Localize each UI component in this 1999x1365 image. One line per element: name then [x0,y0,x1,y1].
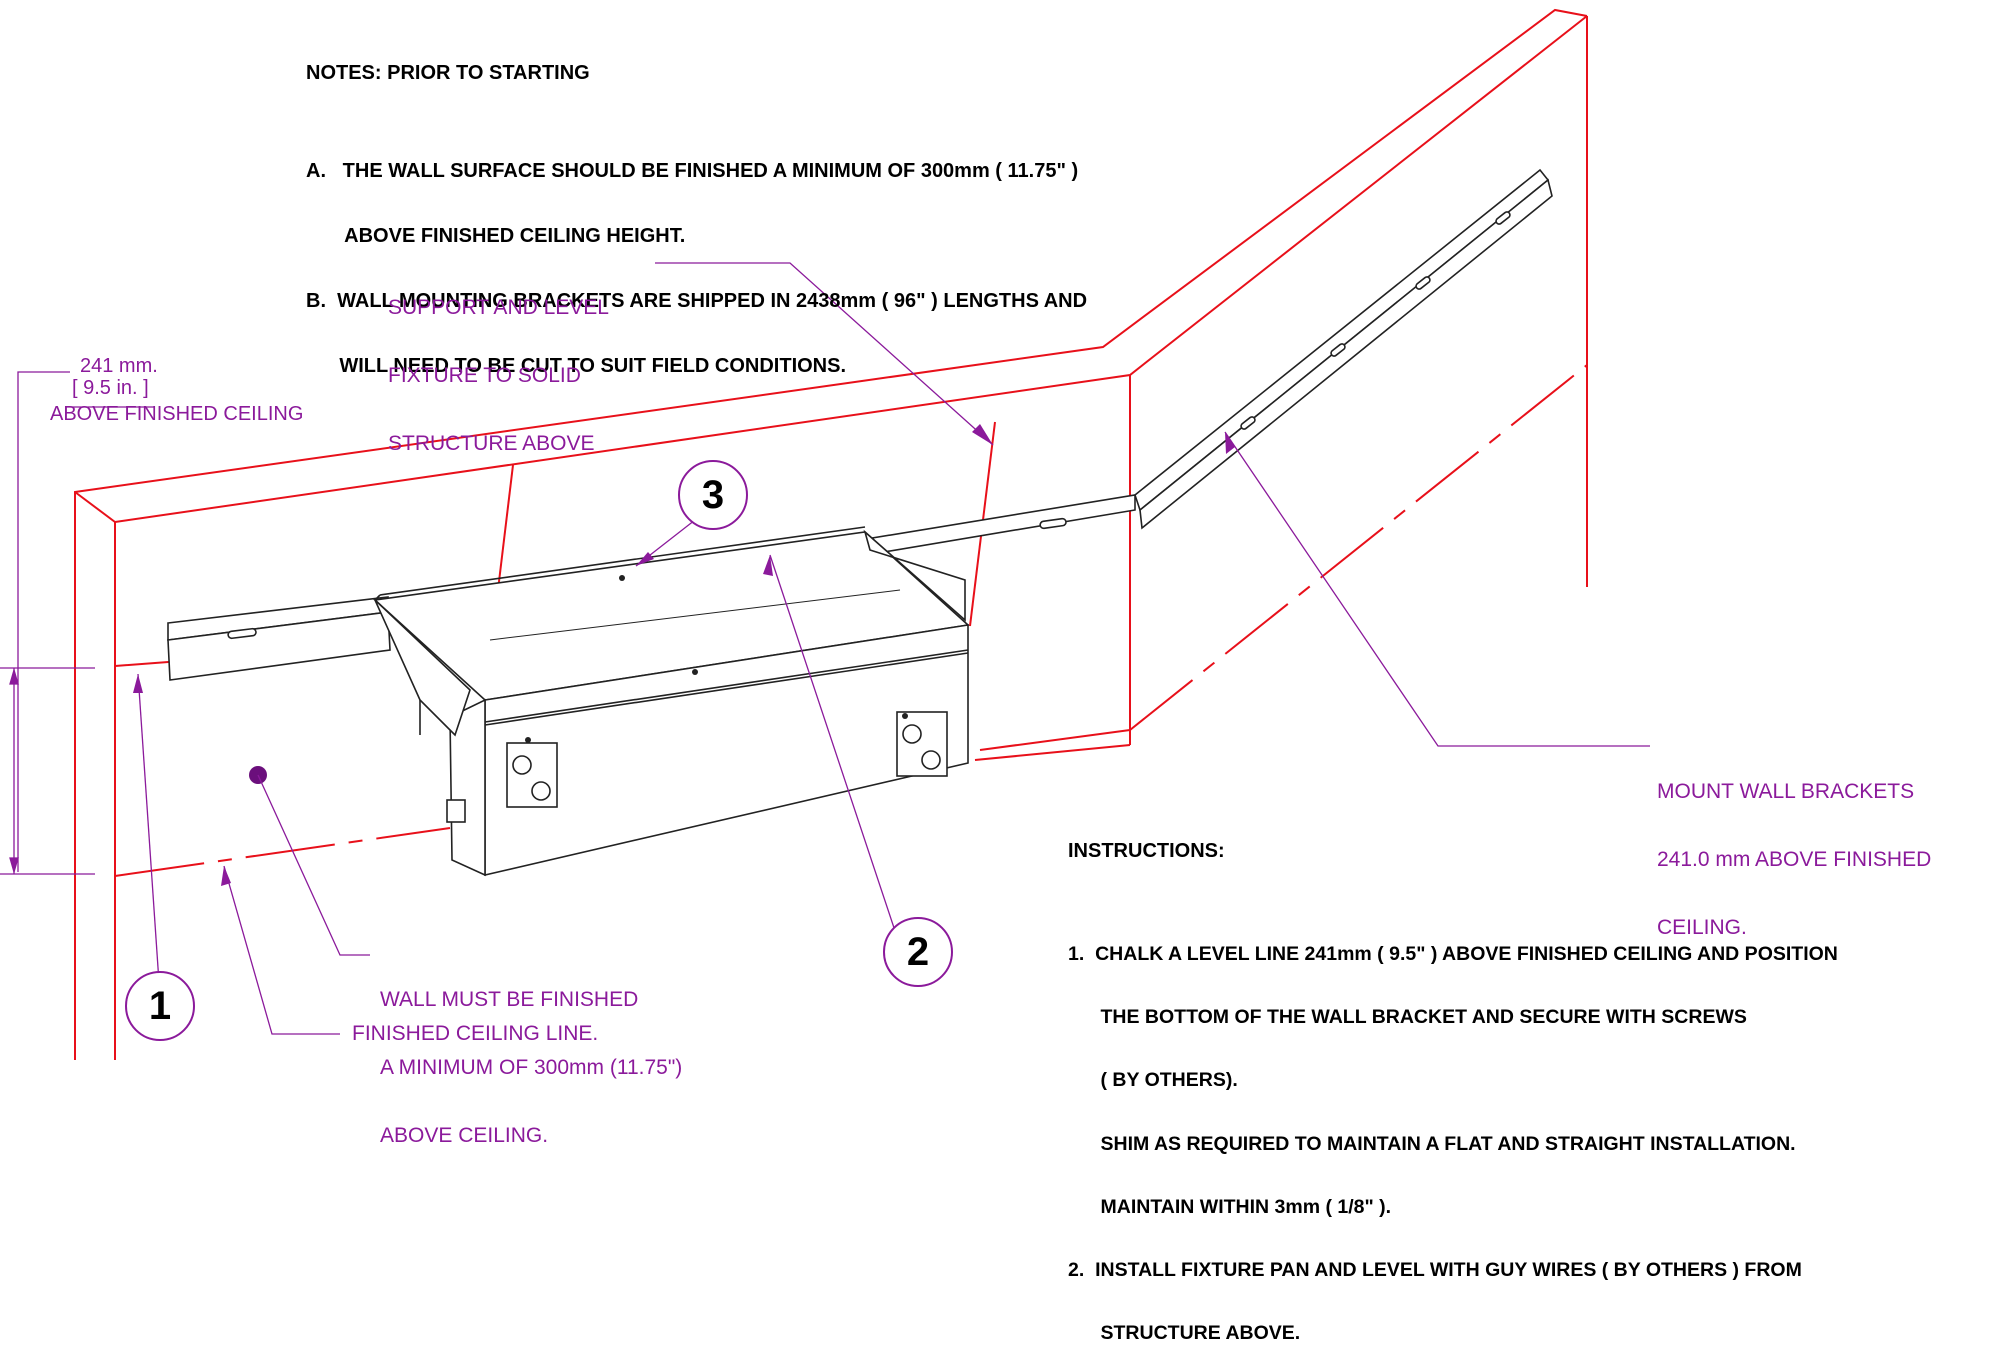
notes-heading: NOTES: PRIOR TO STARTING [306,62,590,84]
instruction-line: MAINTAIN WITHIN 3mm ( 1/8" ). [1068,1195,1392,1218]
fixture-pan [373,526,970,877]
instruction-line: THE BOTTOM OF THE WALL BRACKET AND SECUR… [1068,1006,1747,1029]
leader-lines [137,262,1650,1035]
note-line: WILL NEED TO BE CUT TO SUIT FIELD CONDIT… [306,354,847,377]
instructions-heading: INSTRUCTIONS: [1068,840,1225,862]
note-line: ABOVE FINISHED CEILING HEIGHT. [306,224,686,247]
callout-ceiling: FINISHED CEILING LINE. [352,1022,599,1045]
notes-list: A. THE WALL SURFACE SHOULD BE FINISHED A… [306,118,1087,399]
instruction-line: 1. CHALK A LEVEL LINE 241mm ( 9.5" ) ABO… [1068,943,1838,966]
instruction-line: STRUCTURE ABOVE. [1068,1321,1301,1344]
dimension-label: ABOVE FINISHED CEILING [50,403,304,425]
finished-ceiling-line [114,744,1131,877]
instruction-line: 2. INSTALL FIXTURE PAN AND LEVEL WITH GU… [1068,1258,1802,1281]
instruction-line: SHIM AS REQUIRED TO MAINTAIN A FLAT AND … [1068,1132,1796,1155]
dimension-metric: 241 mm. [80,355,158,377]
note-line: B. WALL MOUNTING BRACKETS ARE SHIPPED IN… [306,289,1088,312]
junction-box-right [896,711,948,777]
junction-box-left [506,742,558,808]
wall-bracket-left [167,596,391,681]
wall-bracket-right [859,168,1553,557]
instruction-line: ( BY OTHERS). [1068,1069,1238,1092]
balloon-3: 3 [678,460,748,530]
wall-outline [74,8,1588,1060]
leader-arrowheads [133,424,1235,886]
callout-support: SUPPORT AND LEVEL FIXTURE TO SOLID STRUC… [388,296,609,456]
balloon-2: 2 [883,917,953,987]
screw-marks [525,575,908,743]
callout-wall: WALL MUST BE FINISHED A MINIMUM OF 300mm… [380,988,683,1148]
dimension-imperial: [ 9.5 in. ] [72,377,149,399]
note-line: A. THE WALL SURFACE SHOULD BE FINISHED A… [306,160,1079,183]
dimension-lines [0,371,154,875]
balloon-1: 1 [125,971,195,1041]
installation-drawing [0,8,1650,1060]
instructions-list: 1. CHALK A LEVEL LINE 241mm ( 9.5" ) ABO… [1068,902,1838,1365]
callout-mount: MOUNT WALL BRACKETS 241.0 mm ABOVE FINIS… [1657,780,1932,940]
